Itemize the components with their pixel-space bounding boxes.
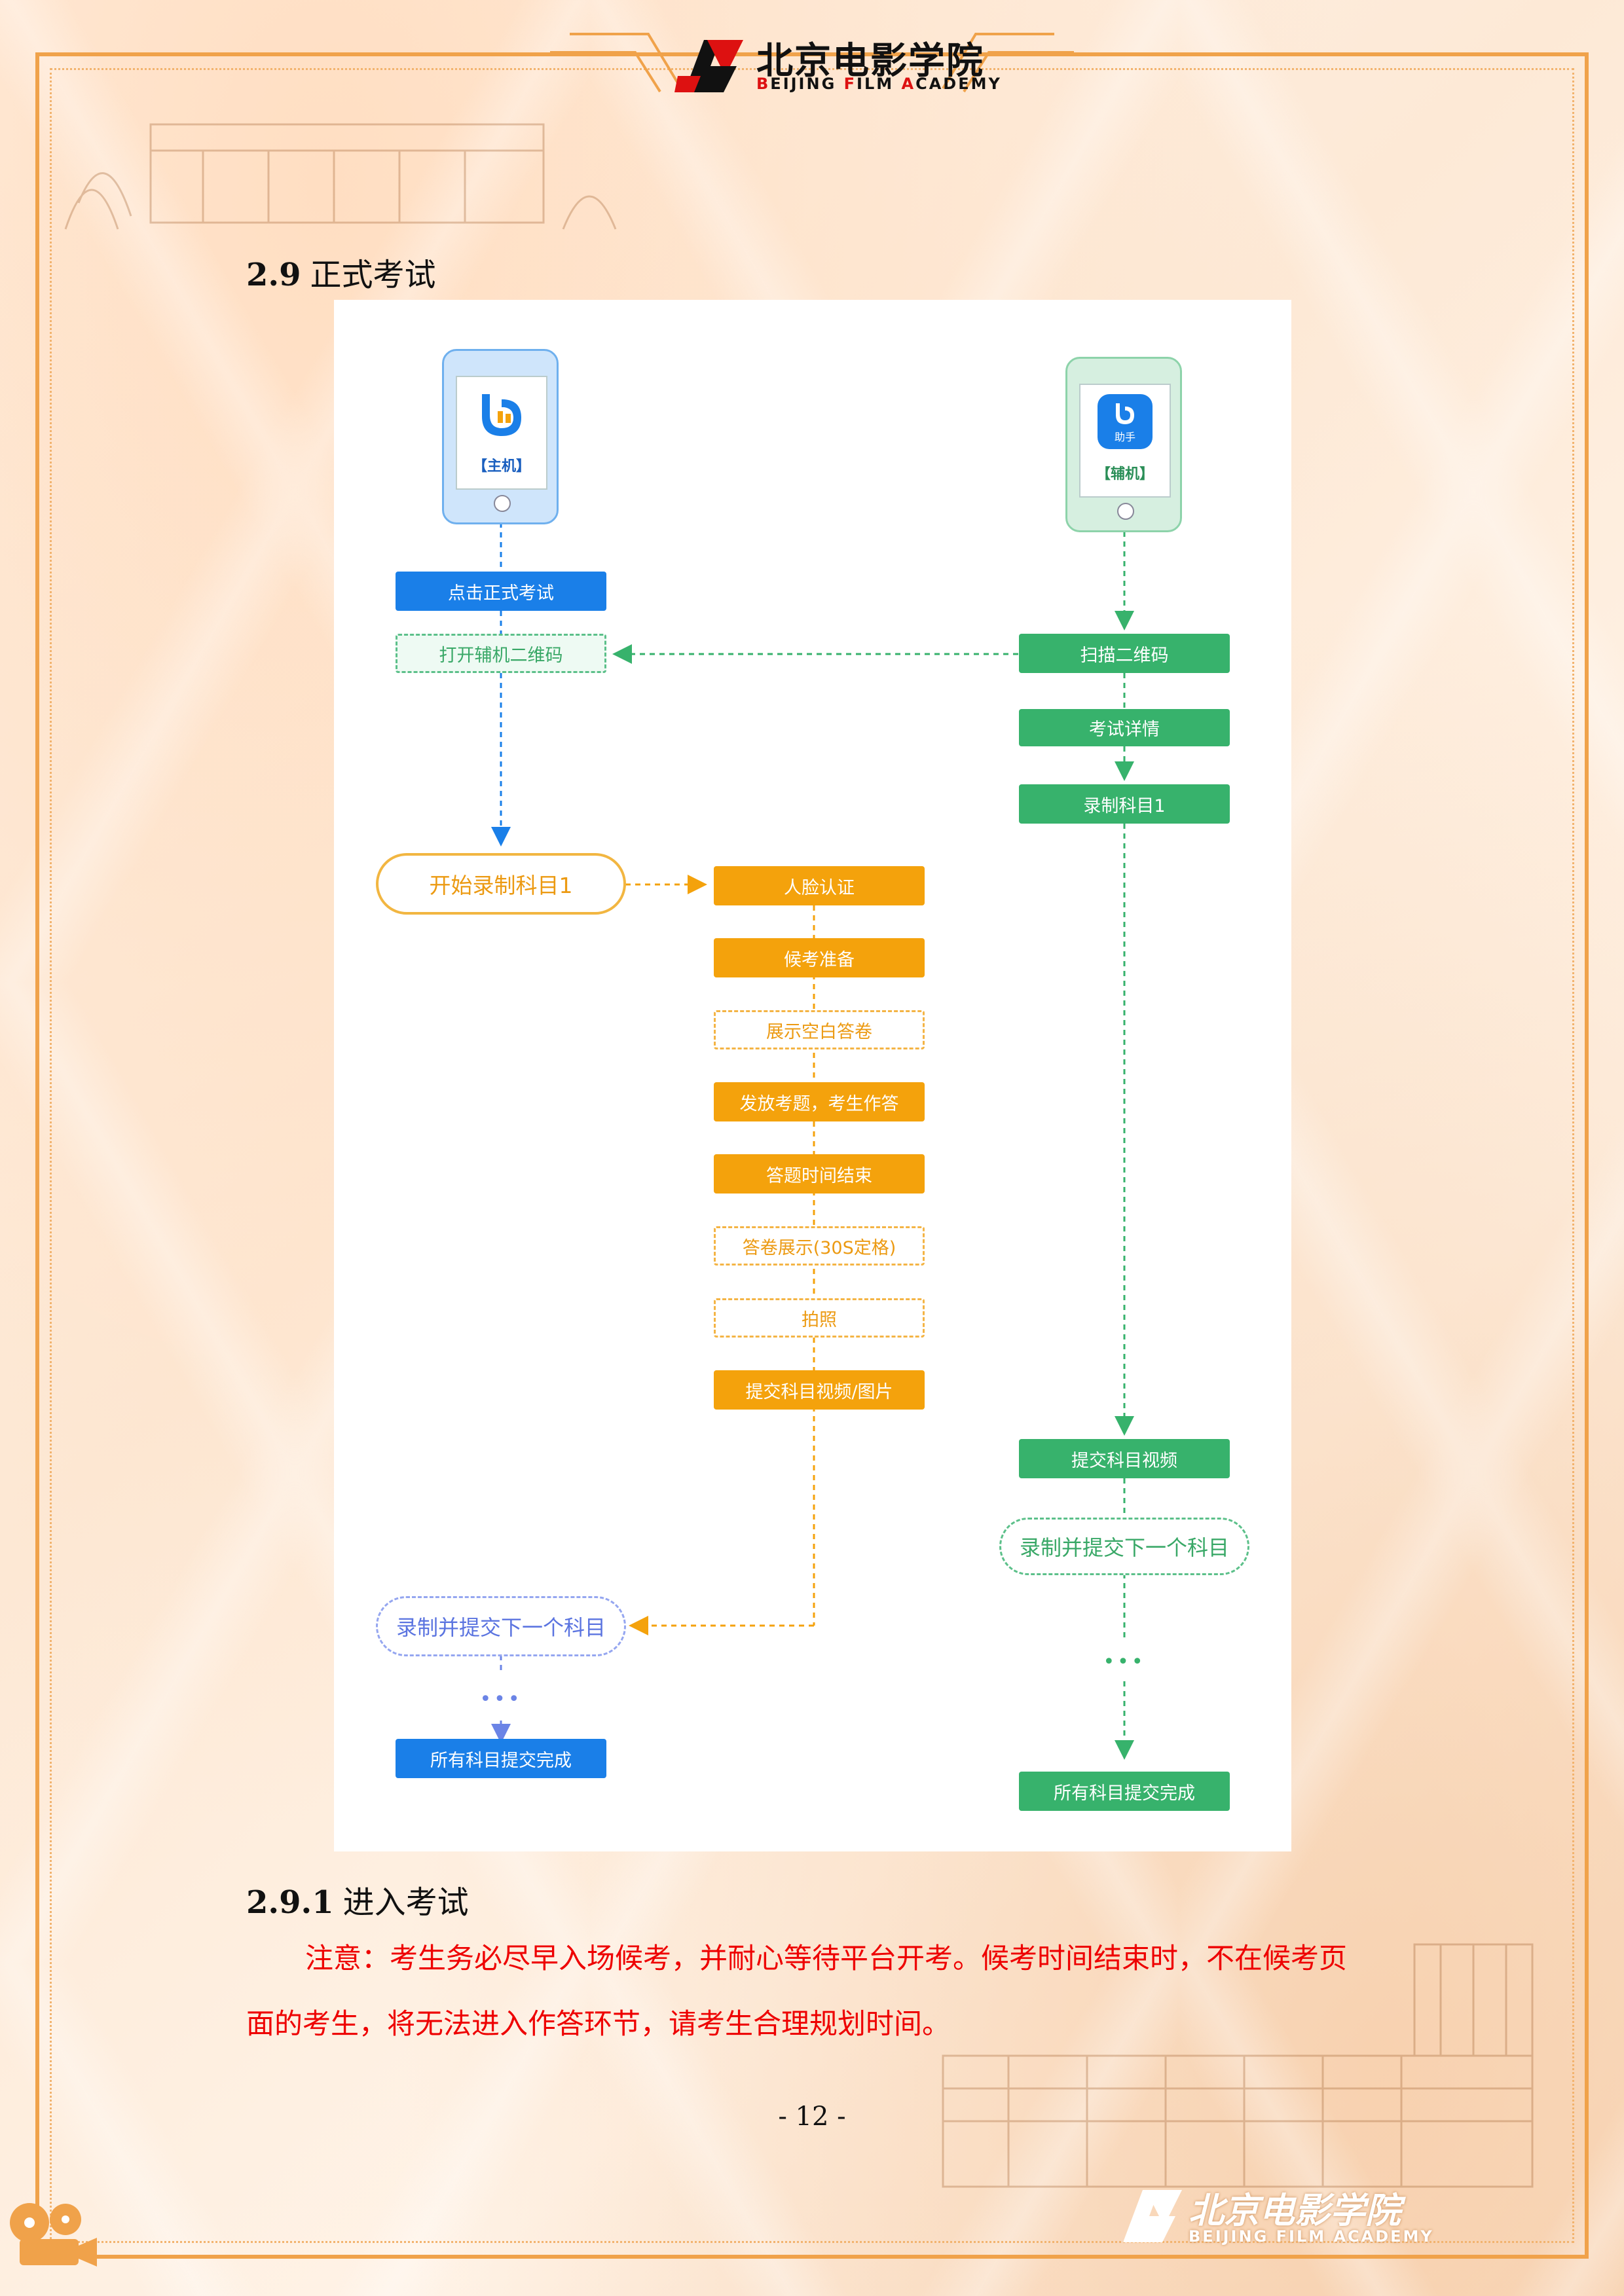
footer-logo: 北京电影学院 BEIJING FILM ACADEMY	[1113, 2181, 1401, 2253]
host-phone-screen: 【主机】	[456, 376, 547, 490]
host-step-all-done: 所有科目提交完成	[396, 1739, 606, 1778]
aux-step-ellipsis: •••	[1092, 1645, 1157, 1678]
host-step-ellipsis: •••	[468, 1683, 534, 1715]
middle-step-submit: 提交科目视频/图片	[714, 1370, 925, 1410]
host-step-open-qr: 打开辅机二维码	[396, 634, 606, 673]
aux-app-icon: 助手	[1098, 394, 1153, 449]
film-camera-icon	[7, 2200, 98, 2272]
middle-step-time-end: 答题时间结束	[714, 1154, 925, 1194]
host-phone-label: 【主机】	[457, 454, 546, 475]
host-step-start-record: 开始录制科目1	[376, 853, 626, 915]
middle-step-photo: 拍照	[714, 1298, 925, 1338]
section-heading-number: 2.9	[246, 257, 301, 293]
aux-step-submit-video: 提交科目视频	[1019, 1439, 1230, 1478]
middle-step-face-auth: 人脸认证	[714, 866, 925, 905]
host-step-next-subject: 录制并提交下一个科目	[376, 1596, 626, 1656]
footer-logo-en: BEIJING FILM ACADEMY	[1189, 2227, 1434, 2246]
notice-line-1: 注意：考生务必尽早入场候考，并耐心等待平台开考。候考时间结束时，不在候考页	[246, 1926, 1399, 1992]
page-number: - 12 -	[0, 2102, 1624, 2132]
middle-step-answer: 发放考题，考生作答	[714, 1082, 925, 1121]
exam-flowchart: 【主机】 助手 【辅机】 点击正式考试 打开辅机二维码 开始录制科目1 录制并提…	[334, 300, 1291, 1851]
aux-step-exam-detail: 考试详情	[1019, 709, 1230, 746]
middle-step-show-answer: 答卷展示(30S定格)	[714, 1226, 925, 1266]
aux-phone-screen: 助手 【辅机】	[1079, 384, 1171, 498]
host-phone: 【主机】	[442, 349, 559, 524]
header-logo-en: BEIJING FILM ACADEMY	[756, 75, 1002, 93]
aux-app-glyph-icon	[1112, 401, 1138, 427]
aux-phone-home-button	[1117, 503, 1134, 520]
host-phone-home-button	[494, 495, 511, 512]
aux-step-next-subject: 录制并提交下一个科目	[999, 1518, 1249, 1575]
footer-logo-cn: 北京电影学院	[1189, 2181, 1401, 2233]
header-logo: 北京电影学院 BEIJING FILM ACADEMY	[674, 31, 963, 97]
subsection-heading-text: 进入考试	[343, 1884, 469, 1921]
aux-app-icon-text: 助手	[1098, 428, 1153, 444]
aux-step-record-subject: 录制科目1	[1019, 784, 1230, 824]
bfa-logo-icon	[674, 37, 747, 96]
host-step-click-exam: 点击正式考试	[396, 572, 606, 611]
aux-phone: 助手 【辅机】	[1065, 357, 1182, 532]
middle-step-prepare: 候考准备	[714, 938, 925, 977]
aux-step-all-done: 所有科目提交完成	[1019, 1772, 1230, 1811]
subsection-heading-number: 2.9.1	[246, 1884, 334, 1921]
host-app-icon	[475, 389, 528, 441]
aux-phone-label: 【辅机】	[1080, 462, 1170, 483]
footer-logo-icon	[1113, 2187, 1185, 2246]
section-heading-text: 正式考试	[310, 257, 436, 293]
aux-step-scan-qr: 扫描二维码	[1019, 634, 1230, 673]
notice-line-2: 面的考生，将无法进入作答环节，请考生合理规划时间。	[246, 1992, 1399, 2057]
middle-step-show-blank: 展示空白答卷	[714, 1010, 925, 1049]
